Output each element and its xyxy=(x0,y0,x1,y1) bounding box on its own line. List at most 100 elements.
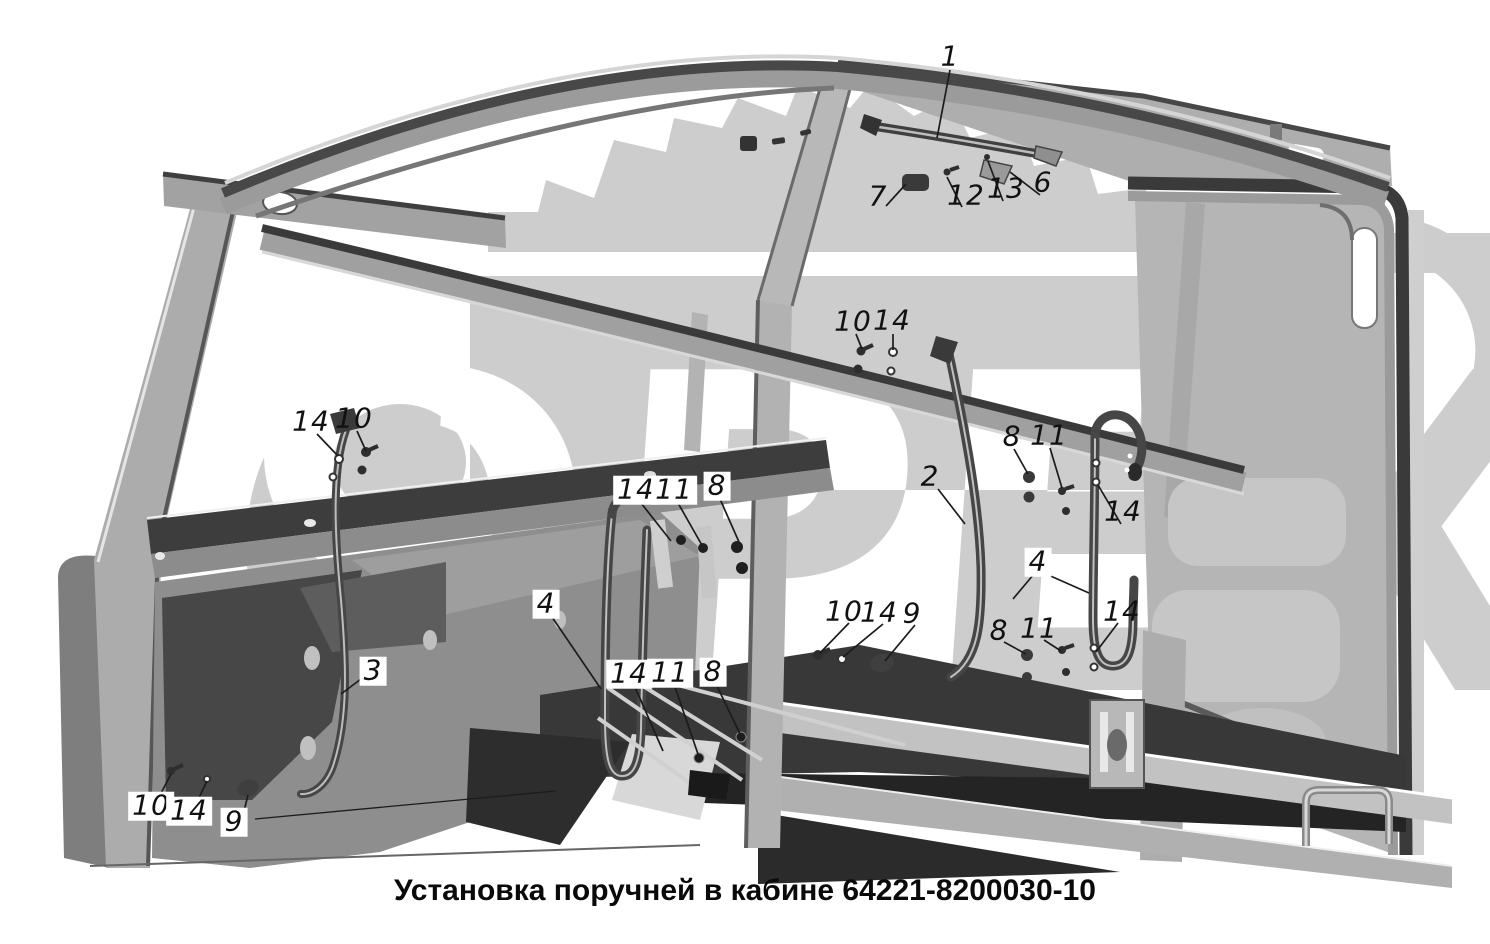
callout-1: 1 xyxy=(940,39,960,73)
callout-8-b: 8 xyxy=(703,471,731,501)
firewall-hole-2 xyxy=(300,736,316,760)
nut-8-mid-b xyxy=(1022,672,1032,682)
bolt-10-top xyxy=(856,346,866,356)
leader-11-mid xyxy=(1043,639,1062,652)
callout-9-a: 9 xyxy=(220,807,248,837)
callout-10-d: 10 xyxy=(825,594,863,628)
floor-front-dark xyxy=(758,812,1120,884)
photo-bottom-edge xyxy=(89,844,701,867)
bracket-bottom-dark xyxy=(688,770,730,800)
leader-6 xyxy=(1009,171,1041,196)
beam-hole-1 xyxy=(304,519,316,527)
hook-rivet-2 xyxy=(1124,467,1130,473)
washer-14-left xyxy=(334,454,344,464)
cable-4 xyxy=(669,681,906,747)
right-wall-highlight xyxy=(1408,210,1424,855)
handrail-1-highlight xyxy=(877,125,1041,156)
bolt-dash-1 xyxy=(771,137,786,145)
header-bar-edge xyxy=(162,171,506,221)
callout-11-a: 11 xyxy=(1030,418,1068,452)
handrail-3-bracket xyxy=(330,408,360,434)
firewall-hole-1 xyxy=(304,646,320,670)
washer-14-bottom xyxy=(656,745,670,759)
leader-3 xyxy=(340,678,362,695)
leader-10-top xyxy=(855,333,863,350)
header-arc-dark xyxy=(221,60,1390,198)
cap-9-bl xyxy=(237,779,259,797)
callout-14-e: 14 xyxy=(606,659,652,689)
figure-caption: Установка поручней в кабине 64221-820003… xyxy=(394,874,1096,907)
underdash-shadow xyxy=(162,570,362,800)
bolt-10-top-tail xyxy=(863,343,874,351)
cable-2 xyxy=(641,684,764,762)
beam-bracket xyxy=(1089,699,1145,789)
handrail-4-right-tip xyxy=(1128,463,1142,481)
b-pillar-edge-r xyxy=(790,73,856,307)
strap-center-1 xyxy=(649,519,674,589)
beam-hole-2 xyxy=(155,552,165,560)
leader-7 xyxy=(885,183,907,207)
right-roof-edge xyxy=(837,59,1391,151)
bolt-dash-2 xyxy=(800,129,812,136)
cable-1 xyxy=(606,686,744,782)
leader-8-mid xyxy=(1003,641,1027,655)
leader-4r-b xyxy=(1045,573,1090,594)
leader-4-center xyxy=(551,616,602,690)
bracket-slit-1 xyxy=(1100,712,1108,772)
handrail-2-highlight xyxy=(948,353,983,678)
leader-14-mid-r xyxy=(1095,622,1119,653)
cross-beam-lower xyxy=(758,774,1452,888)
callout-3: 3 xyxy=(359,656,387,686)
callout-11-c: 11 xyxy=(647,658,693,688)
callout-14-g: 14 xyxy=(860,595,898,629)
callout-4-b: 4 xyxy=(532,589,560,619)
callout-14-h: 14 xyxy=(1103,594,1141,628)
handrail-3-highlight xyxy=(300,429,347,796)
header-arc-band xyxy=(219,69,1389,215)
bolt-center-1 xyxy=(676,535,686,545)
leader-8-bottom xyxy=(716,685,742,737)
wall-cutout-1 xyxy=(1168,478,1346,566)
callout-8-c: 8 xyxy=(699,657,727,687)
callout-14-a: 14 xyxy=(873,303,911,337)
callout-13: 13 xyxy=(987,171,1025,205)
a-pillar-highlight xyxy=(96,199,198,563)
b-pillar-edge-l xyxy=(756,67,828,301)
bolt-11-upper xyxy=(1058,487,1066,495)
bolt-10-bl xyxy=(167,767,175,775)
beam-highlight-2 xyxy=(757,773,1453,867)
nut-8-mid xyxy=(1021,649,1033,661)
windshield-inner-arc xyxy=(255,85,835,219)
handrail-4-center-highlight xyxy=(603,513,648,778)
door-slot xyxy=(1351,227,1378,329)
bolt-part12 xyxy=(943,168,951,176)
leader-4r-a xyxy=(1012,573,1035,600)
leader-14-mid xyxy=(842,623,884,658)
leader-9-mid xyxy=(884,624,916,662)
header-arc-highlight xyxy=(224,54,1391,185)
dash-beam xyxy=(147,440,830,554)
door-hinge-strip xyxy=(1164,202,1205,520)
roof-panel-tab xyxy=(1270,124,1282,140)
nut-center-2 xyxy=(736,562,748,574)
callout-9-b: 9 xyxy=(902,596,922,630)
washer-14-mid-r xyxy=(1089,643,1099,653)
bolt-center-2 xyxy=(698,543,708,553)
leader-9-bl-long xyxy=(254,790,557,820)
callout-10-a: 10 xyxy=(834,304,872,338)
handrail-2-bracket xyxy=(930,336,958,364)
callout-14-f: 14 xyxy=(166,796,212,826)
washer-14-top-b xyxy=(886,366,896,376)
nut-8-upper-b xyxy=(1023,491,1035,503)
nut-8-bottom xyxy=(735,731,747,743)
callout-8-a: 8 xyxy=(1002,419,1022,453)
handrail-1-foot-bracket xyxy=(979,159,1014,185)
leader-10-left xyxy=(356,430,367,452)
bolt-11-mid xyxy=(1058,646,1066,654)
bolt-11-mid-tail xyxy=(1064,643,1075,650)
b-pillar-lower-edge xyxy=(744,299,760,849)
callout-11-d: 11 xyxy=(1020,611,1058,645)
leader-11-upper xyxy=(1049,447,1063,489)
